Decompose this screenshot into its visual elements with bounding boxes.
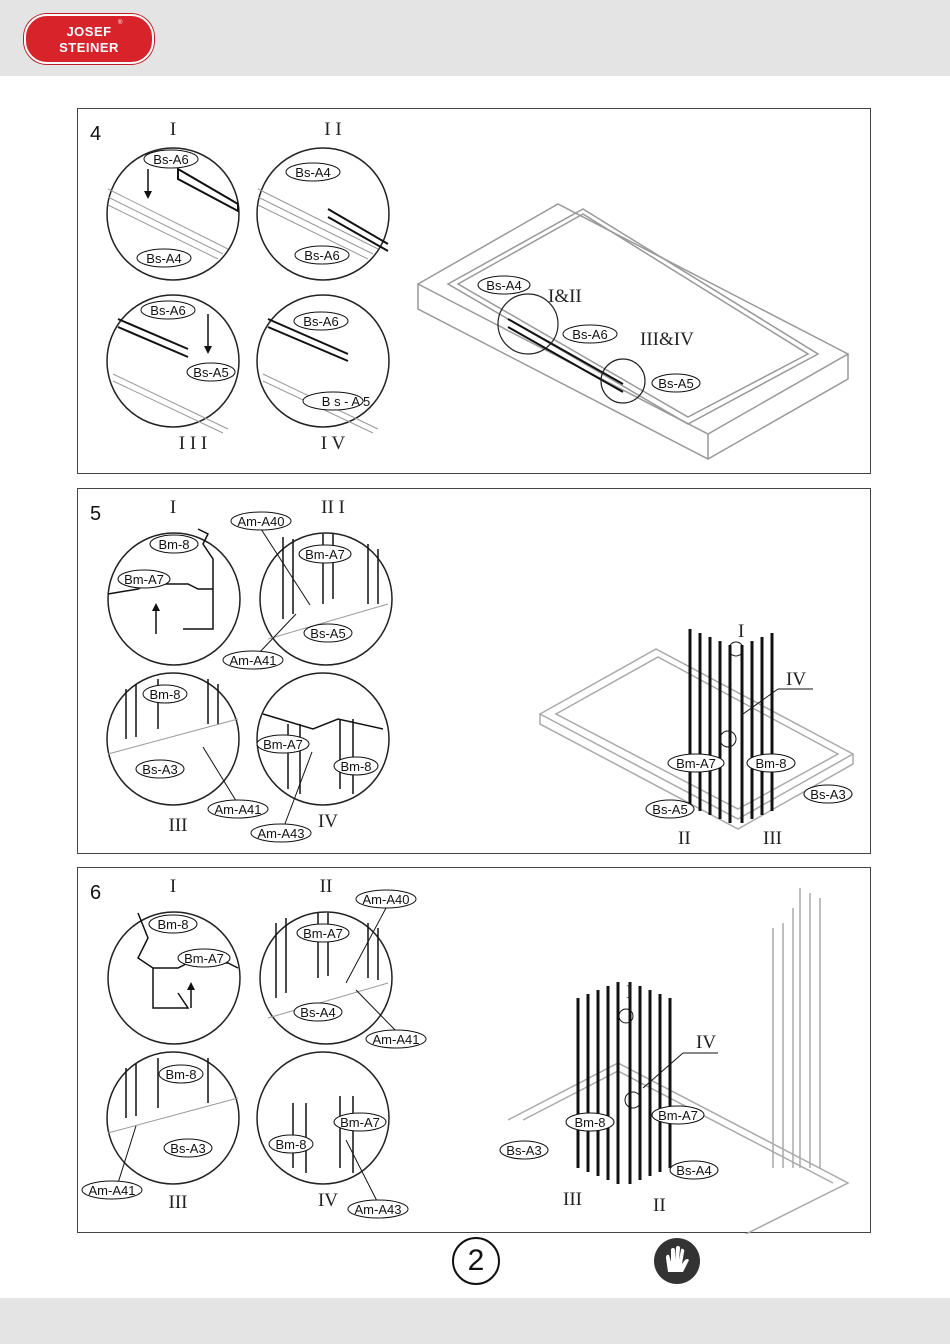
label-bs-a6: Bs-A6 <box>304 248 339 263</box>
gloves-icon <box>654 1238 700 1284</box>
roman-iii: I I I <box>179 433 207 454</box>
step-6-panel: 6 Bm-8 Bm-A7 Am-A40 Bm-A7 Bs-A4 <box>77 867 871 1234</box>
detail-circle-ii <box>256 147 390 281</box>
label-bs-a4: Bs-A4 <box>295 165 330 180</box>
step-4-panel: 4 Bs-A6 Bs-A4 Bs-A4 Bs-A6 <box>77 108 871 474</box>
roman-ii: II I <box>321 497 345 518</box>
label-bs-a6: Bs-A6 <box>572 327 607 342</box>
label-bm-a7: Bm-A7 <box>340 1115 380 1130</box>
header-bar: JOSEF STEINER ® <box>0 0 950 76</box>
label-bm-a7: Bm-A7 <box>676 756 716 771</box>
label-bs-a3: Bs-A3 <box>810 787 845 802</box>
roman-ii: II <box>653 1195 666 1216</box>
roman-i-ii: I&II <box>548 286 582 307</box>
detail-circle-i <box>106 147 240 281</box>
label-am-a40: Am-A40 <box>238 514 285 529</box>
label-bm-8: Bm-8 <box>340 759 371 774</box>
roman-iii: III <box>169 815 188 836</box>
roman-iv: IV <box>696 1032 716 1053</box>
label-bs-a5: Bs-A5 <box>310 626 345 641</box>
roman-i: I <box>170 497 176 518</box>
label-bm-a7: Bm-A7 <box>184 951 224 966</box>
label-bs-a5: Bs-A5 <box>652 802 687 817</box>
roman-ii: II <box>678 828 691 849</box>
label-bs-a6: Bs-A6 <box>303 314 338 329</box>
roman-iii: III <box>563 1189 582 1210</box>
label-bs-a4: Bs-A4 <box>486 278 521 293</box>
label-bs-a5: Bs-A5 <box>193 365 228 380</box>
roman-ii: I I <box>324 119 341 140</box>
brand-logo: JOSEF STEINER ® <box>24 14 154 64</box>
label-am-a41: Am-A41 <box>373 1032 420 1047</box>
roman-i: I <box>738 621 744 642</box>
label-bs-a6: Bs-A6 <box>153 152 188 167</box>
step-6-illustration: Bm-8 Bm-A7 Am-A40 Bm-A7 Bs-A4 Am-A41 Bm-… <box>81 876 850 1234</box>
roman-i: I <box>626 982 632 1003</box>
step-number: 6 <box>90 882 102 904</box>
label-bs-a3: Bs-A3 <box>142 762 177 777</box>
step-5-illustration: Bm-8 Bm-A7 Am-A40 Bm-A7 Bs-A5 Am-A41 Bm-… <box>106 497 855 849</box>
roman-iv: IV <box>318 1190 338 1211</box>
footer-bar <box>0 1298 950 1344</box>
label-bs-a3: Bs-A3 <box>170 1141 205 1156</box>
label-bs-a4: Bs-A4 <box>676 1163 711 1178</box>
label-bs-a4: Bs-A4 <box>146 251 181 266</box>
roman-i: I <box>170 876 176 897</box>
label-bm-8: Bm-8 <box>275 1137 306 1152</box>
label-bs-a6: Bs-A6 <box>150 303 185 318</box>
brand-line-2: STEINER <box>59 40 119 55</box>
label-am-a41: Am-A41 <box>215 802 262 817</box>
label-bm-8: Bm-8 <box>158 537 189 552</box>
step-number: 5 <box>90 503 102 525</box>
page-number: 2 <box>452 1237 500 1285</box>
label-bm-a7: Bm-A7 <box>303 926 343 941</box>
roman-iii: III <box>763 828 782 849</box>
label-am-a40: Am-A40 <box>363 892 410 907</box>
step-5-panel: 5 <box>77 488 871 854</box>
roman-iv: I V <box>321 433 346 454</box>
label-bs-a4: Bs-A4 <box>300 1005 335 1020</box>
label-am-a43: Am-A43 <box>355 1202 402 1217</box>
label-bm-a7: Bm-A7 <box>305 547 345 562</box>
label-am-a41: Am-A41 <box>89 1183 136 1198</box>
label-bm-a7: Bm-A7 <box>658 1108 698 1123</box>
label-bm-a7: Bm-A7 <box>263 737 303 752</box>
step-number: 4 <box>90 123 102 145</box>
brand-line-1: JOSEF <box>66 24 112 39</box>
roman-ii: II <box>320 876 333 897</box>
roman-iv: IV <box>318 811 338 832</box>
step-4-illustration: Bs-A6 Bs-A4 Bs-A4 Bs-A6 Bs-A6 Bs-A5 Bs-A… <box>106 119 850 460</box>
label-bm-8: Bm-8 <box>574 1115 605 1130</box>
roman-iii-iv: III&IV <box>640 329 694 350</box>
brand-registered-mark: ® <box>118 20 123 26</box>
label-am-a43: Am-A43 <box>258 826 305 841</box>
label-bs-a5: B s - A 5 <box>322 394 370 409</box>
label-bm-8: Bm-8 <box>149 687 180 702</box>
label-bs-a3: Bs-A3 <box>506 1143 541 1158</box>
label-bm-a7: Bm-A7 <box>124 572 164 587</box>
roman-iv: IV <box>786 669 806 690</box>
label-bm-8: Bm-8 <box>755 756 786 771</box>
roman-iii: III <box>169 1192 188 1213</box>
label-bm-8: Bm-8 <box>165 1067 196 1082</box>
roman-i: I <box>170 119 176 140</box>
label-bm-8: Bm-8 <box>157 917 188 932</box>
label-am-a41: Am-A41 <box>230 653 277 668</box>
label-bs-a5: Bs-A5 <box>658 376 693 391</box>
